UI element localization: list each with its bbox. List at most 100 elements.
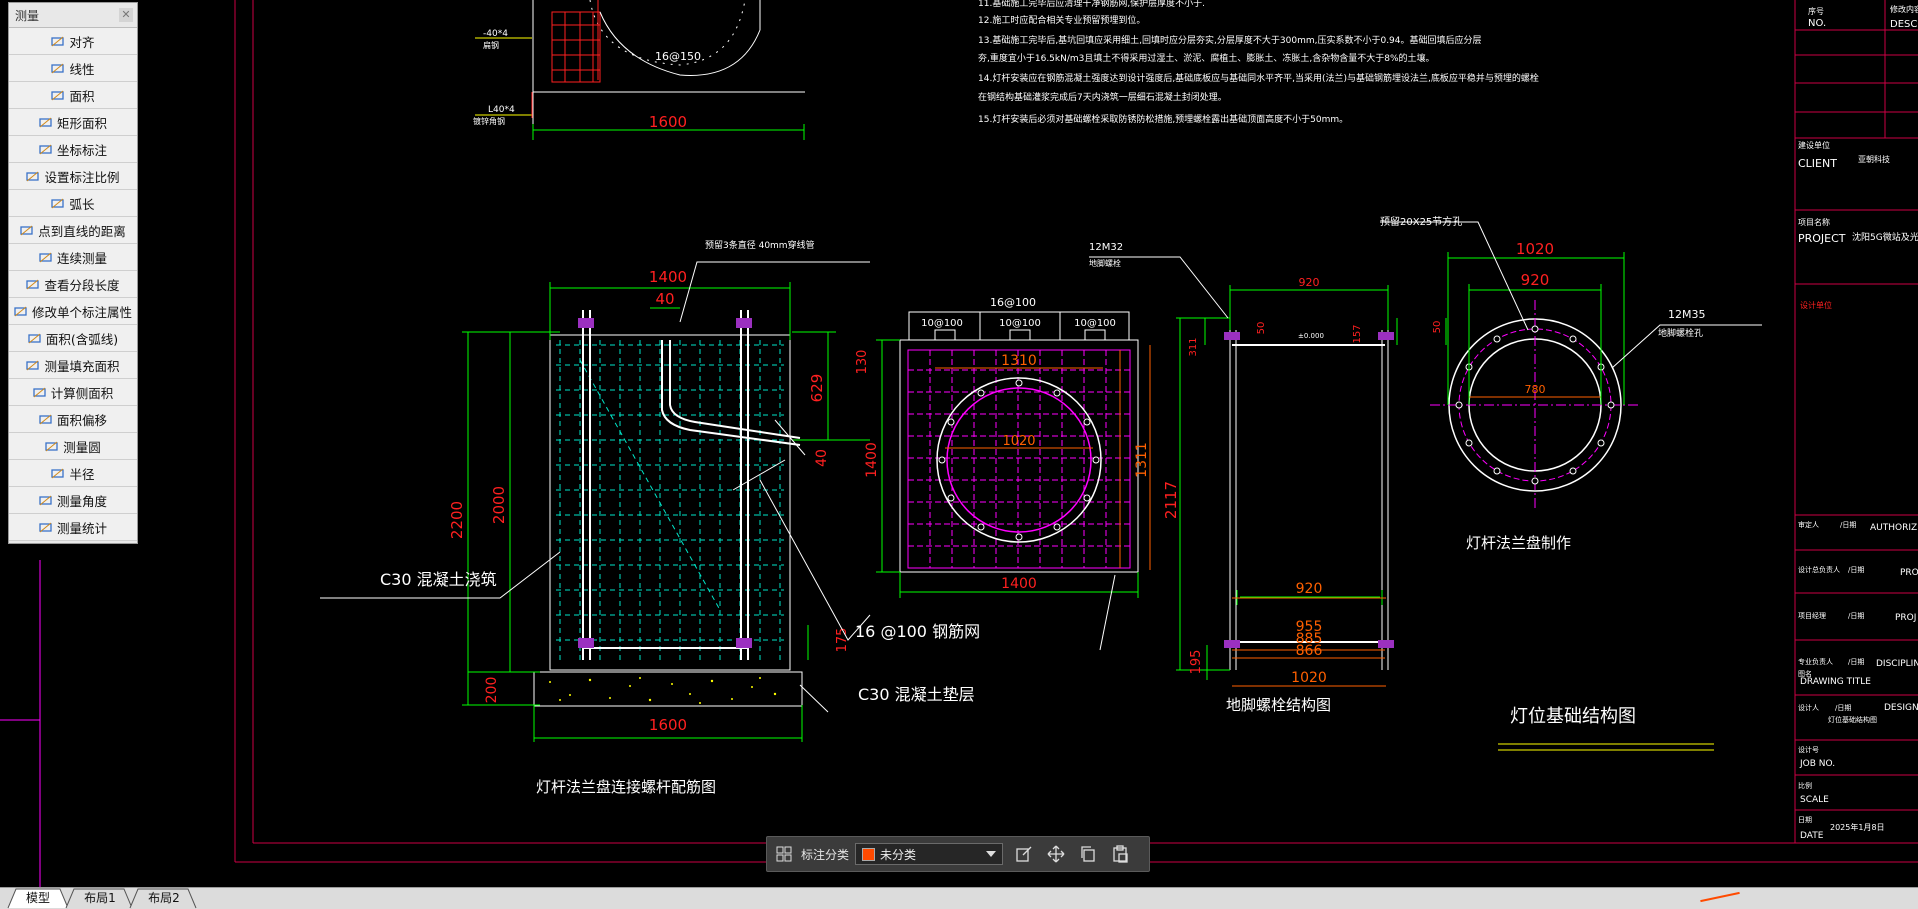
d2-top-label: 16@100 xyxy=(990,296,1036,309)
tab-layout-2[interactable]: 布局2 xyxy=(148,891,180,905)
measure-item-coordinate[interactable]: 坐标标注 xyxy=(9,136,137,163)
svg-text:修改内容: 修改内容 xyxy=(1890,4,1918,14)
d3-bolt-sub: 地脚螺栓 xyxy=(1089,258,1121,268)
svg-text:12.施工时应配合相关专业预留预埋到位。: 12.施工时应配合相关专业预留预埋到位。 xyxy=(978,14,1145,26)
d1-width-dim: 1400 xyxy=(649,268,687,286)
d2-1400-dim: 1400 xyxy=(1001,576,1037,592)
d3-2117-dim: 2117 xyxy=(1162,481,1180,519)
d2-s1-label: 10@100 xyxy=(921,318,963,329)
plan-mesh-detail: 16@100 10@100 10@100 10@100 130 1310 102… xyxy=(855,296,1151,651)
measure-item-rect-area[interactable]: 矩形面积 xyxy=(9,109,137,136)
measure-item-linear[interactable]: 线性 xyxy=(9,55,137,82)
measure-item-radius[interactable]: 半径 xyxy=(9,460,137,487)
d1-200-dim: 200 xyxy=(484,677,500,704)
svg-text:夯,重度宜小于16.5kN/m3且填土不得采用过湿土、淤泥、: 夯,重度宜小于16.5kN/m3且填土不得采用过湿土、淤泥、腐植土、膨胀土、冻胀… xyxy=(978,52,1435,64)
tab-model[interactable]: 模型 xyxy=(25,891,50,905)
svg-text:DATE: DATE xyxy=(1800,831,1824,841)
d1-629-dim: 629 xyxy=(808,374,826,403)
svg-text:图名: 图名 xyxy=(1798,669,1812,678)
d2-1020-dim: 1020 xyxy=(1002,434,1035,449)
d3-195-dim: 195 xyxy=(1189,650,1204,675)
palette-header: 测量 ✕ xyxy=(9,3,137,28)
caption-anchor-bolt: 地脚螺栓结构图 xyxy=(1226,696,1331,714)
coordinate-icon xyxy=(39,144,52,154)
svg-text:DESIGNE: DESIGNE xyxy=(1884,703,1918,713)
measure-item-arc[interactable]: 弧长 xyxy=(9,190,137,217)
layout-tabs: 模型 布局1 布局2 xyxy=(0,887,1918,909)
svg-text:PROJECT: PROJECT xyxy=(1798,232,1846,245)
d2-s3-label: 10@100 xyxy=(1074,318,1116,329)
measure-item-label: 矩形面积 xyxy=(56,115,107,131)
top-detail: -40*4 扁钢 L40*4 镀锌角钢 16@150 1600 xyxy=(473,0,805,140)
close-icon[interactable]: ✕ xyxy=(119,8,133,22)
arc-icon xyxy=(51,198,65,208)
d1-bottom-dim: 1600 xyxy=(649,716,687,734)
svg-text:设计号: 设计号 xyxy=(1798,745,1819,754)
measure-item-align[interactable]: 对齐 xyxy=(9,28,137,55)
measure-item-area-offset[interactable]: 面积偏移 xyxy=(9,406,137,433)
rebar-section-detail: 1400 40 2200 2000 629 200 40 175 1600 预留… xyxy=(320,239,980,796)
measure-item-side-area[interactable]: 计算侧面积 xyxy=(9,379,137,406)
measure-item-continuous[interactable]: 连续测量 xyxy=(9,244,137,271)
top-rebar-label: 16@150 xyxy=(655,50,701,63)
measure-item-label: 坐标标注 xyxy=(56,142,107,158)
statistics-icon xyxy=(39,522,52,532)
grid-icon[interactable] xyxy=(773,843,795,865)
paste-icon[interactable] xyxy=(1109,843,1131,865)
tab-layout-1[interactable]: 布局1 xyxy=(84,891,116,905)
measure-item-statistics[interactable]: 测量统计 xyxy=(9,514,137,541)
caption-flange: 灯杆法兰盘制作 xyxy=(1466,534,1571,552)
svg-text:NO.: NO. xyxy=(1808,18,1826,29)
d1-175-dim: 175 xyxy=(835,628,850,653)
d4-m35-sub: 地脚螺栓孔 xyxy=(1658,327,1703,339)
svg-text:亚朝科技: 亚朝科技 xyxy=(1858,154,1890,164)
mesh-label: 16 @100 钢筋网 xyxy=(855,622,980,641)
dimension-category-label: 标注分类 xyxy=(801,847,850,862)
d3-50-dim: 50 xyxy=(1256,322,1267,335)
svg-text:JOB NO.: JOB NO. xyxy=(1799,759,1835,769)
measure-item-label: 计算侧面积 xyxy=(50,385,114,401)
measure-item-area[interactable]: 面积 xyxy=(9,82,137,109)
measure-item-point-line[interactable]: 点到直线的距离 xyxy=(9,217,137,244)
measure-item-label: 修改单个标注属性 xyxy=(31,304,132,320)
point-line-icon xyxy=(20,225,33,235)
dimension-category-select[interactable]: 未分类 xyxy=(855,843,1004,865)
measure-item-label: 连续测量 xyxy=(56,250,107,266)
svg-text:在钢结构基础灌浆完成后7天内浇筑一层细石混凝土封闭处理。: 在钢结构基础灌浆完成后7天内浇筑一层细石混凝土封闭处理。 xyxy=(978,91,1227,103)
flange-plate-detail: 预留20X25节方孔 1020 920 780 50 12M35 地脚螺栓孔 灯… xyxy=(1380,215,1762,552)
copy-icon[interactable] xyxy=(1077,843,1099,865)
svg-text:15.灯杆安装后必须对基础螺栓采取防锈防松措施,预埋螺栓露出: 15.灯杆安装后必须对基础螺栓采取防锈防松措施,预埋螺栓露出基础顶面高度不小于5… xyxy=(978,113,1348,125)
svg-text:13.基础施工完毕后,基坑回填应采用细土,回填时应分层夯实,: 13.基础施工完毕后,基坑回填应采用细土,回填时应分层夯实,分层厚度不大于300… xyxy=(978,34,1482,46)
svg-text:设计总负责人: 设计总负责人 xyxy=(1798,565,1840,574)
d3-elevation: ±0.000 xyxy=(1298,332,1324,340)
svg-text:2025年1月8日: 2025年1月8日 xyxy=(1830,822,1885,832)
move-icon[interactable] xyxy=(1045,843,1067,865)
measure-item-segment[interactable]: 查看分段长度 xyxy=(9,271,137,298)
top-note-2: L40*4 xyxy=(488,105,515,115)
svg-text:SCALE: SCALE xyxy=(1800,795,1829,805)
svg-text:/日期: /日期 xyxy=(1840,521,1856,529)
c30-pour-label: C30 混凝土浇筑 xyxy=(380,570,497,589)
caption-rebar-section: 灯杆法兰盘连接螺杆配筋图 xyxy=(536,778,716,796)
d4-hole-note: 预留20X25节方孔 xyxy=(1380,215,1462,228)
anchor-bolt-detail: 12M32 地脚螺栓 920 50 311 157 2117 920 955 8… xyxy=(1089,242,1398,714)
d3-920b-dim: 920 xyxy=(1296,581,1323,597)
measure-item-angle[interactable]: 测量角度 xyxy=(9,487,137,514)
svg-text:/日期: /日期 xyxy=(1848,612,1864,620)
measure-item-hatch-area[interactable]: 测量填充面积 xyxy=(9,352,137,379)
edit-icon[interactable] xyxy=(1013,843,1035,865)
measure-palette: 测量 ✕ 对齐线性面积矩形面积坐标标注设置标注比例弧长点到直线的距离连续测量查看… xyxy=(8,2,138,544)
d4-780-dim: 780 xyxy=(1525,383,1546,396)
d3-885-dim: 885 xyxy=(1296,631,1323,647)
measure-item-circle[interactable]: 测量圆 xyxy=(9,433,137,460)
measure-item-label: 面积(含弧线) xyxy=(45,331,119,347)
measure-item-edit-dim[interactable]: 修改单个标注属性 xyxy=(9,298,137,325)
measure-item-area-arc[interactable]: 面积(含弧线) xyxy=(9,325,137,352)
area-offset-icon xyxy=(39,414,52,424)
d3-955-dim: 955 xyxy=(1296,619,1323,635)
dimension-toolbar: 标注分类 未分类 xyxy=(766,836,1150,872)
measure-item-scale[interactable]: 设置标注比例 xyxy=(9,163,137,190)
measure-item-label: 设置标注比例 xyxy=(44,169,120,185)
svg-text:PRO: PRO xyxy=(1900,568,1918,578)
